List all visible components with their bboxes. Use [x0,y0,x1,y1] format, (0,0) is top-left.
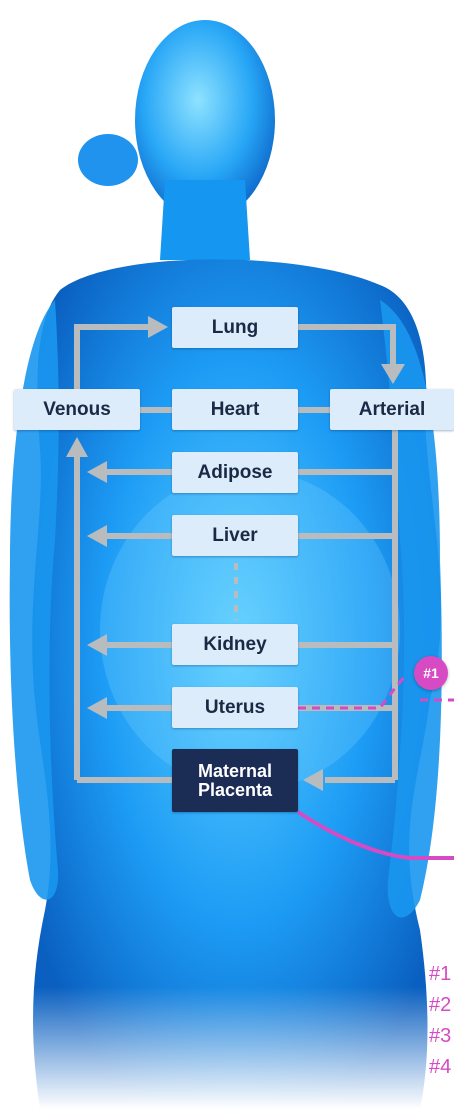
arrowhead-kidney-venous [87,634,107,656]
arrowhead-into-arterial [381,364,405,384]
marker-1: #1 [414,656,448,690]
legend-item-1: #1 [429,963,451,986]
marker-1-label: #1 [423,665,439,681]
node-liver-label: Liver [212,526,257,546]
arrowhead-into-venous [66,437,88,457]
node-kidney: Kidney [172,624,298,665]
node-arterial: Arterial [330,389,454,430]
node-heart: Heart [172,389,298,430]
node-placenta-line2: Placenta [198,781,272,800]
arrowhead-uterus-venous [87,697,107,719]
node-lung-label: Lung [212,318,258,338]
arrow-lung-to-arterial [298,327,393,365]
legend-item-1-label: #1 [429,963,451,985]
node-adipose-label: Adipose [198,463,273,483]
node-uterus: Uterus [172,687,298,728]
node-kidney-label: Kidney [203,635,266,655]
legend-item-3-label: #3 [429,1025,451,1047]
node-arterial-label: Arterial [359,400,426,420]
marker-dashed-link [298,676,405,708]
node-maternal-placenta: Maternal Placenta [172,749,298,812]
arrow-venous-to-lung [77,327,150,390]
node-venous-label: Venous [43,400,111,420]
node-venous: Venous [14,389,140,430]
legend-item-4-label: #4 [429,1056,451,1078]
arrowhead-liver-venous [87,525,107,547]
node-uterus-label: Uterus [205,698,265,718]
legend-item-2-label: #2 [429,994,451,1016]
node-placenta-line1: Maternal [198,762,272,781]
node-lung: Lung [172,307,298,348]
arrowhead-into-lung [148,316,168,338]
node-adipose: Adipose [172,452,298,493]
node-liver: Liver [172,515,298,556]
placenta-connector [298,812,454,858]
legend-item-2: #2 [429,994,451,1017]
legend-item-3: #3 [429,1025,451,1048]
node-heart-label: Heart [211,400,260,420]
arrowhead-into-placenta [303,769,323,791]
arrowhead-adipose-venous [87,461,107,483]
legend-item-4: #4 [429,1056,451,1079]
